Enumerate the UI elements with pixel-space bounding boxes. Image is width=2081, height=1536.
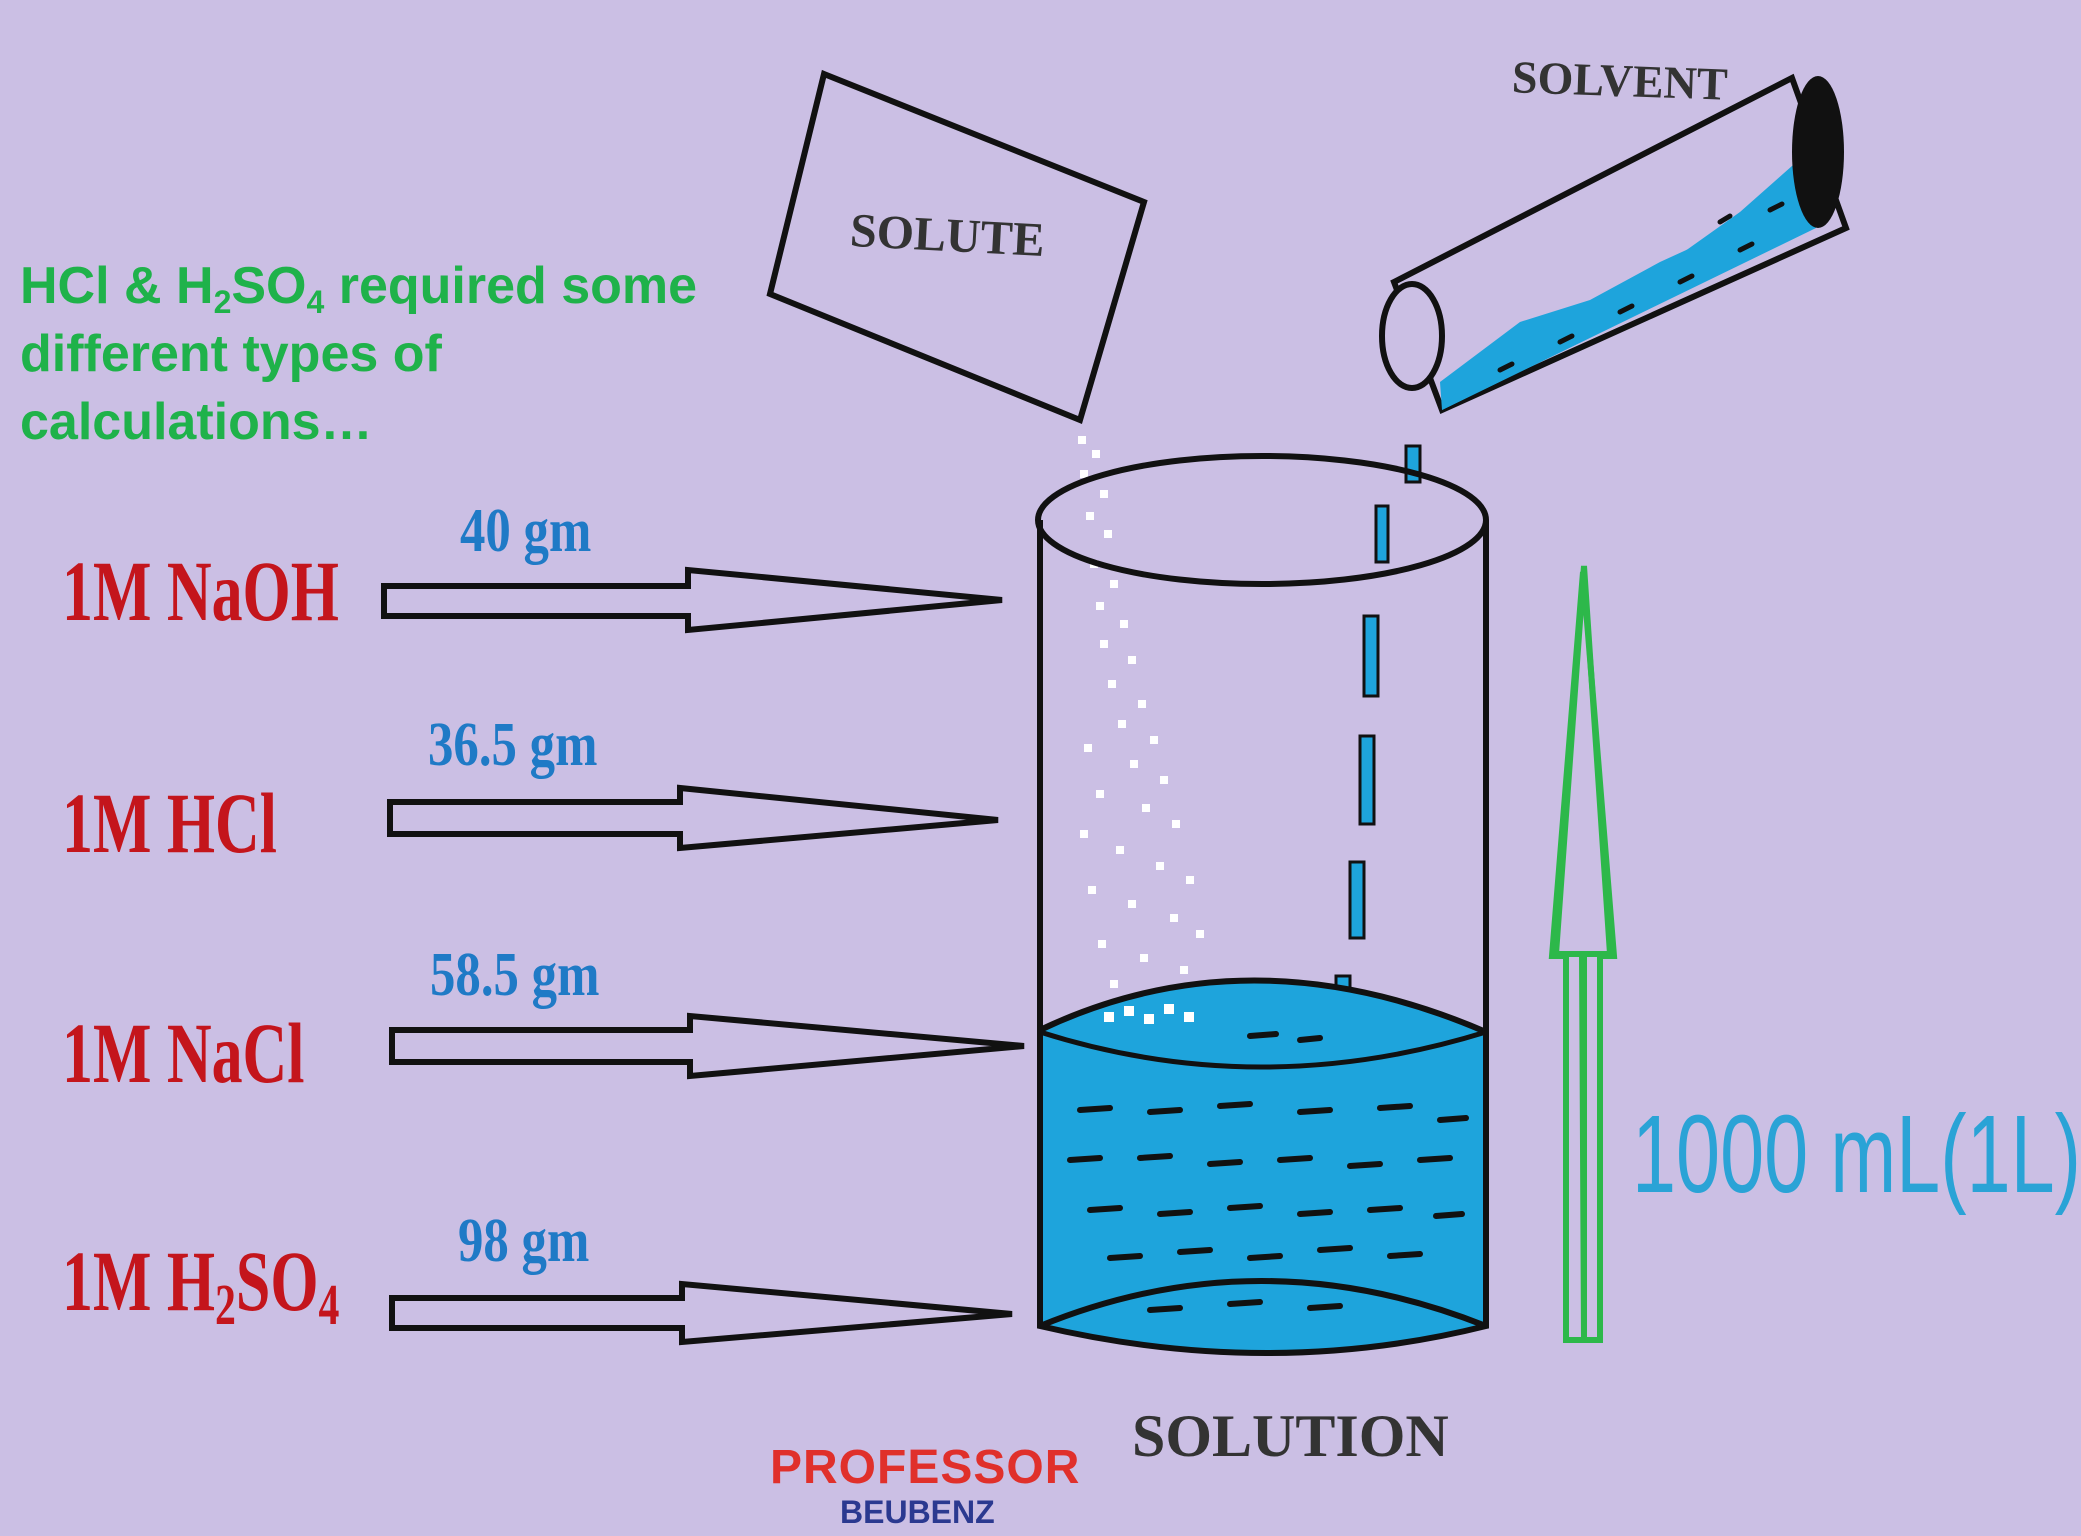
formula-naoh: 1M NaOH bbox=[62, 543, 339, 639]
mass-hcl: 36.5 gm bbox=[428, 711, 598, 779]
solvent-label: SOLVENT bbox=[1511, 51, 1729, 110]
beaker-solution bbox=[1037, 977, 1489, 1356]
beaker bbox=[1035, 453, 1489, 1326]
brand-line-2: BEUBENZ bbox=[840, 1494, 995, 1530]
volume-label: 1000 mL(1L) bbox=[1632, 1093, 2081, 1216]
arrow-h2so4 bbox=[389, 1280, 1013, 1346]
arrow-naoh bbox=[381, 566, 1003, 634]
solvent-bottle bbox=[1379, 73, 1850, 415]
arrows bbox=[381, 566, 1025, 1346]
arrow-hcl bbox=[387, 784, 999, 852]
formula-nacl: 1M NaCl bbox=[62, 1005, 305, 1101]
solute-particles bbox=[1078, 436, 1204, 1026]
solution-label: SOLUTION bbox=[1132, 1403, 1449, 1469]
formula-hcl: 1M HCl bbox=[62, 775, 277, 871]
mass-nacl: 58.5 gm bbox=[430, 941, 600, 1009]
formula-h2so4: 1M H2SO4 bbox=[62, 1233, 340, 1337]
mass-h2so4: 98 gm bbox=[458, 1207, 590, 1275]
solvent-stream bbox=[1334, 444, 1422, 1038]
arrow-nacl bbox=[389, 1012, 1025, 1080]
solute-label: SOLUTE bbox=[848, 203, 1047, 268]
mass-naoh: 40 gm bbox=[460, 497, 592, 565]
solute-box bbox=[766, 69, 1148, 425]
calculation-note: HCl & H2SO4 required some different type… bbox=[20, 257, 698, 451]
brand-line-1: PROFESSOR bbox=[770, 1441, 1081, 1494]
volume-arrow bbox=[1552, 565, 1614, 1341]
